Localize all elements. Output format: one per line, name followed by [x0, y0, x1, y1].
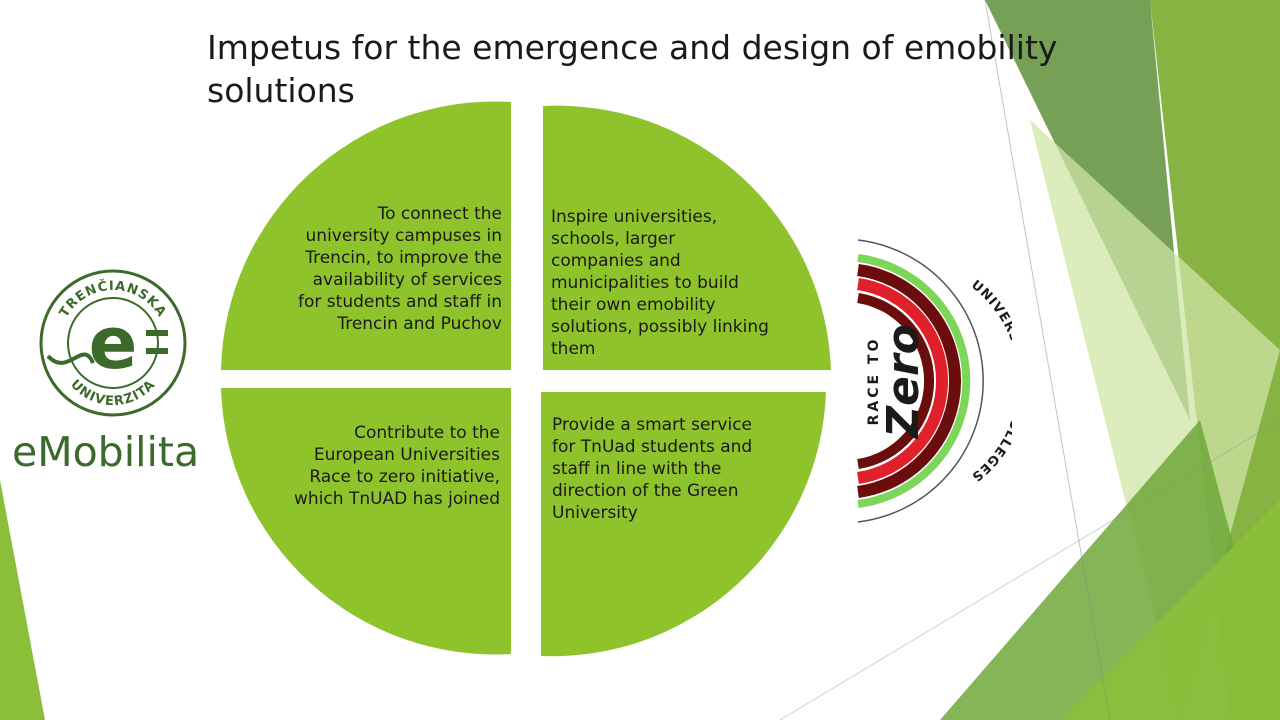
- race-to-zero-logo: UNIVERSITIES & COLLEGES RACE TO Zero: [857, 239, 1012, 523]
- deco-line-2: [779, 419, 1280, 720]
- quadrant-bottom-left: [221, 388, 511, 655]
- quadrant-text-top-left: To connect the university campuses in Tr…: [298, 204, 502, 334]
- logo-arc-inner: [857, 293, 935, 469]
- logo-arc-maroon: [857, 264, 961, 498]
- logo-ring-text: UNIVERSITIES & COLLEGES: [968, 278, 1012, 485]
- quadrant-text-bottom-right: Provide a smart service for TnUad studen…: [552, 415, 753, 523]
- logo-arc-outline: [857, 239, 984, 523]
- svg-text:UNIVERSITIES & COLLEGES: UNIVERSITIES & COLLEGES: [968, 278, 1012, 485]
- plug-prong-icon-2: [146, 348, 168, 354]
- logo-race-to-text: RACE TO: [866, 337, 882, 426]
- quadrant-text-top-right: Inspire universities, schools, larger co…: [551, 207, 769, 359]
- quadrant-bottom-right: [541, 392, 826, 657]
- slide-title: Impetus for the emergence and design of …: [207, 28, 1058, 110]
- logo-arc-green: [857, 254, 971, 508]
- deco-line: [984, 0, 1111, 720]
- quadrant-top-right: [543, 105, 831, 370]
- plug-cable-icon: [46, 352, 95, 365]
- quadrant-text-bottom-left: Contribute to the European Universities …: [294, 423, 500, 509]
- plug-prong-icon: [146, 330, 168, 336]
- deco-triangle-left: [0, 480, 45, 720]
- quadrant-top-left: [221, 101, 511, 370]
- logo-arc-red: [857, 278, 949, 484]
- logo-zero-text: Zero: [878, 324, 929, 440]
- brand-name: eMobilita: [12, 428, 200, 476]
- deco-triangle-bottom-right-2: [1060, 500, 1280, 720]
- tnuad-emobility-logo: TRENČIANSKA UNIVERZITA e: [39, 269, 187, 417]
- logo-e-mark: e: [89, 301, 138, 385]
